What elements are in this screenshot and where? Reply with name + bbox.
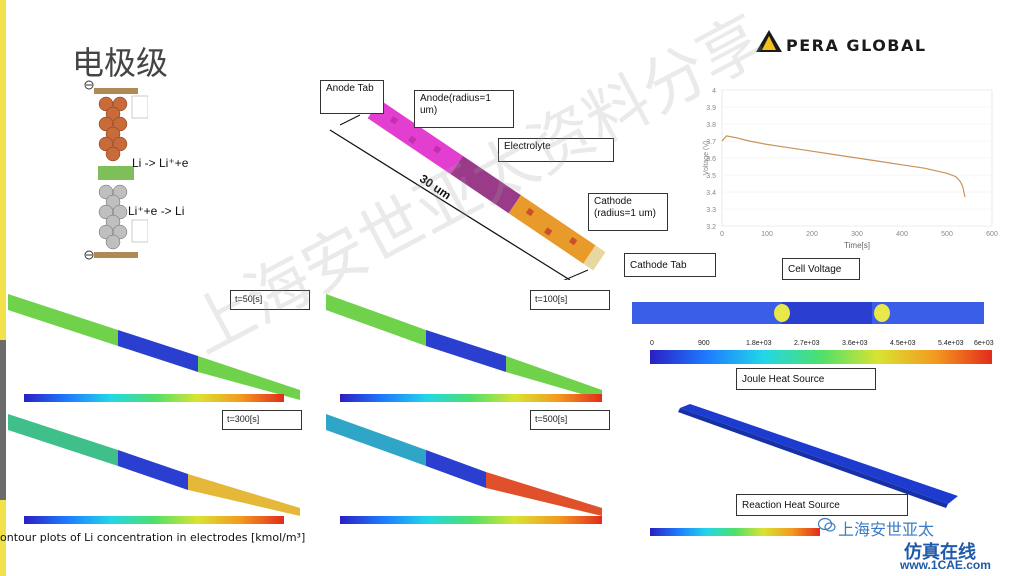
y-axis-label: Voltage (V) <box>703 141 710 176</box>
page-title: 电极级 <box>72 44 169 82</box>
terminal-bottom-icon <box>84 250 94 260</box>
joule-tick: 3.6e+03 <box>842 340 868 347</box>
contour-t100 <box>326 294 602 400</box>
logo-text: PERA GLOBAL <box>786 36 927 55</box>
x-tick-label: 0 <box>720 231 724 238</box>
x-tick-label: 400 <box>896 231 908 238</box>
time-label-t100: t=100[s] <box>530 290 610 310</box>
y-tick-label: 4 <box>712 88 716 95</box>
y-tick-label: 3.5 <box>706 173 716 180</box>
voltage-chart: 3.2 3.3 3.4 3.5 3.6 3.7 3.8 3.9 4 0 100 200 300 400 50… <box>703 88 998 250</box>
terminal-top-icon <box>84 80 94 90</box>
colorbar-t100 <box>340 394 602 402</box>
joule-tick: 1.8e+03 <box>746 340 772 347</box>
joule-tick: 900 <box>698 340 710 347</box>
joule-heat-label: Joule Heat Source <box>736 368 876 390</box>
cathode-tab-label: Cathode Tab <box>624 253 716 277</box>
contour-t500 <box>326 414 602 516</box>
cathode-label: Cathode (radius=1 um) <box>588 193 668 231</box>
joule-heat-bar <box>632 302 984 324</box>
reaction-reduction: Li⁺+e -> Li <box>128 204 185 218</box>
y-tick-label: 3.9 <box>706 105 716 112</box>
electrode-diagram <box>94 88 148 258</box>
time-label-t500: t=500[s] <box>530 410 610 430</box>
time-label-t50: t=50[s] <box>230 290 310 310</box>
reaction-heat-label: Reaction Heat Source <box>736 494 908 516</box>
joule-tick: 4.5e+03 <box>890 340 916 347</box>
y-tick-label: 3.3 <box>706 207 716 214</box>
x-tick-label: 500 <box>941 231 953 238</box>
anode-label: Anode(radius=1 um) <box>414 90 514 128</box>
joule-tick: 2.7e+03 <box>794 340 820 347</box>
cell-model <box>329 100 606 280</box>
x-tick-label: 100 <box>761 231 773 238</box>
reaction-heat-bar <box>678 404 958 508</box>
cell-voltage-label: Cell Voltage <box>782 258 860 280</box>
footer-brand: 仿真在线 <box>904 542 976 563</box>
time-label-t300: t=300[s] <box>222 410 302 430</box>
x-axis-label: Time[s] <box>844 241 870 250</box>
x-tick-label: 300 <box>851 231 863 238</box>
joule-tick: 0 <box>650 340 654 347</box>
footer-url: www.1CAE.com <box>900 558 991 572</box>
electrolyte-label: Electrolyte <box>498 138 614 162</box>
x-tick-label: 600 <box>986 231 998 238</box>
anode-tab-label: Anode Tab <box>320 80 384 114</box>
y-tick-label: 3.8 <box>706 122 716 129</box>
wechat-icon <box>818 517 836 532</box>
accent-rule-dark <box>0 340 6 500</box>
accent-rule <box>0 0 6 576</box>
contour-caption: ontour plots of Li concentration in elec… <box>0 531 306 544</box>
colorbar-t50 <box>24 394 284 402</box>
colorbar-t500 <box>340 516 602 524</box>
joule-tick: 6e+03 <box>974 340 994 347</box>
contour-t300 <box>8 414 300 516</box>
wechat-account: 上海安世亚太 <box>838 520 935 539</box>
y-tick-label: 3.4 <box>706 190 716 197</box>
x-tick-label: 200 <box>806 231 818 238</box>
y-tick-label: 3.7 <box>706 139 716 146</box>
colorbar-t300 <box>24 516 284 524</box>
triangle-logo-icon <box>756 30 782 52</box>
reaction-colorbar <box>650 528 820 536</box>
joule-tick: 5.4e+03 <box>938 340 964 347</box>
series-line <box>721 135 966 198</box>
joule-ticks: 0 900 1.8e+03 2.7e+03 3.6e+03 4.5e+03 5.… <box>650 340 994 350</box>
y-tick-label: 3.6 <box>706 156 716 163</box>
contour-t50 <box>8 294 300 400</box>
y-tick-label: 3.2 <box>706 224 716 231</box>
pera-global-logo: PERA GLOBAL <box>756 28 976 58</box>
joule-colorbar <box>650 350 992 364</box>
reaction-oxidation: Li -> Li⁺+e <box>132 156 189 170</box>
